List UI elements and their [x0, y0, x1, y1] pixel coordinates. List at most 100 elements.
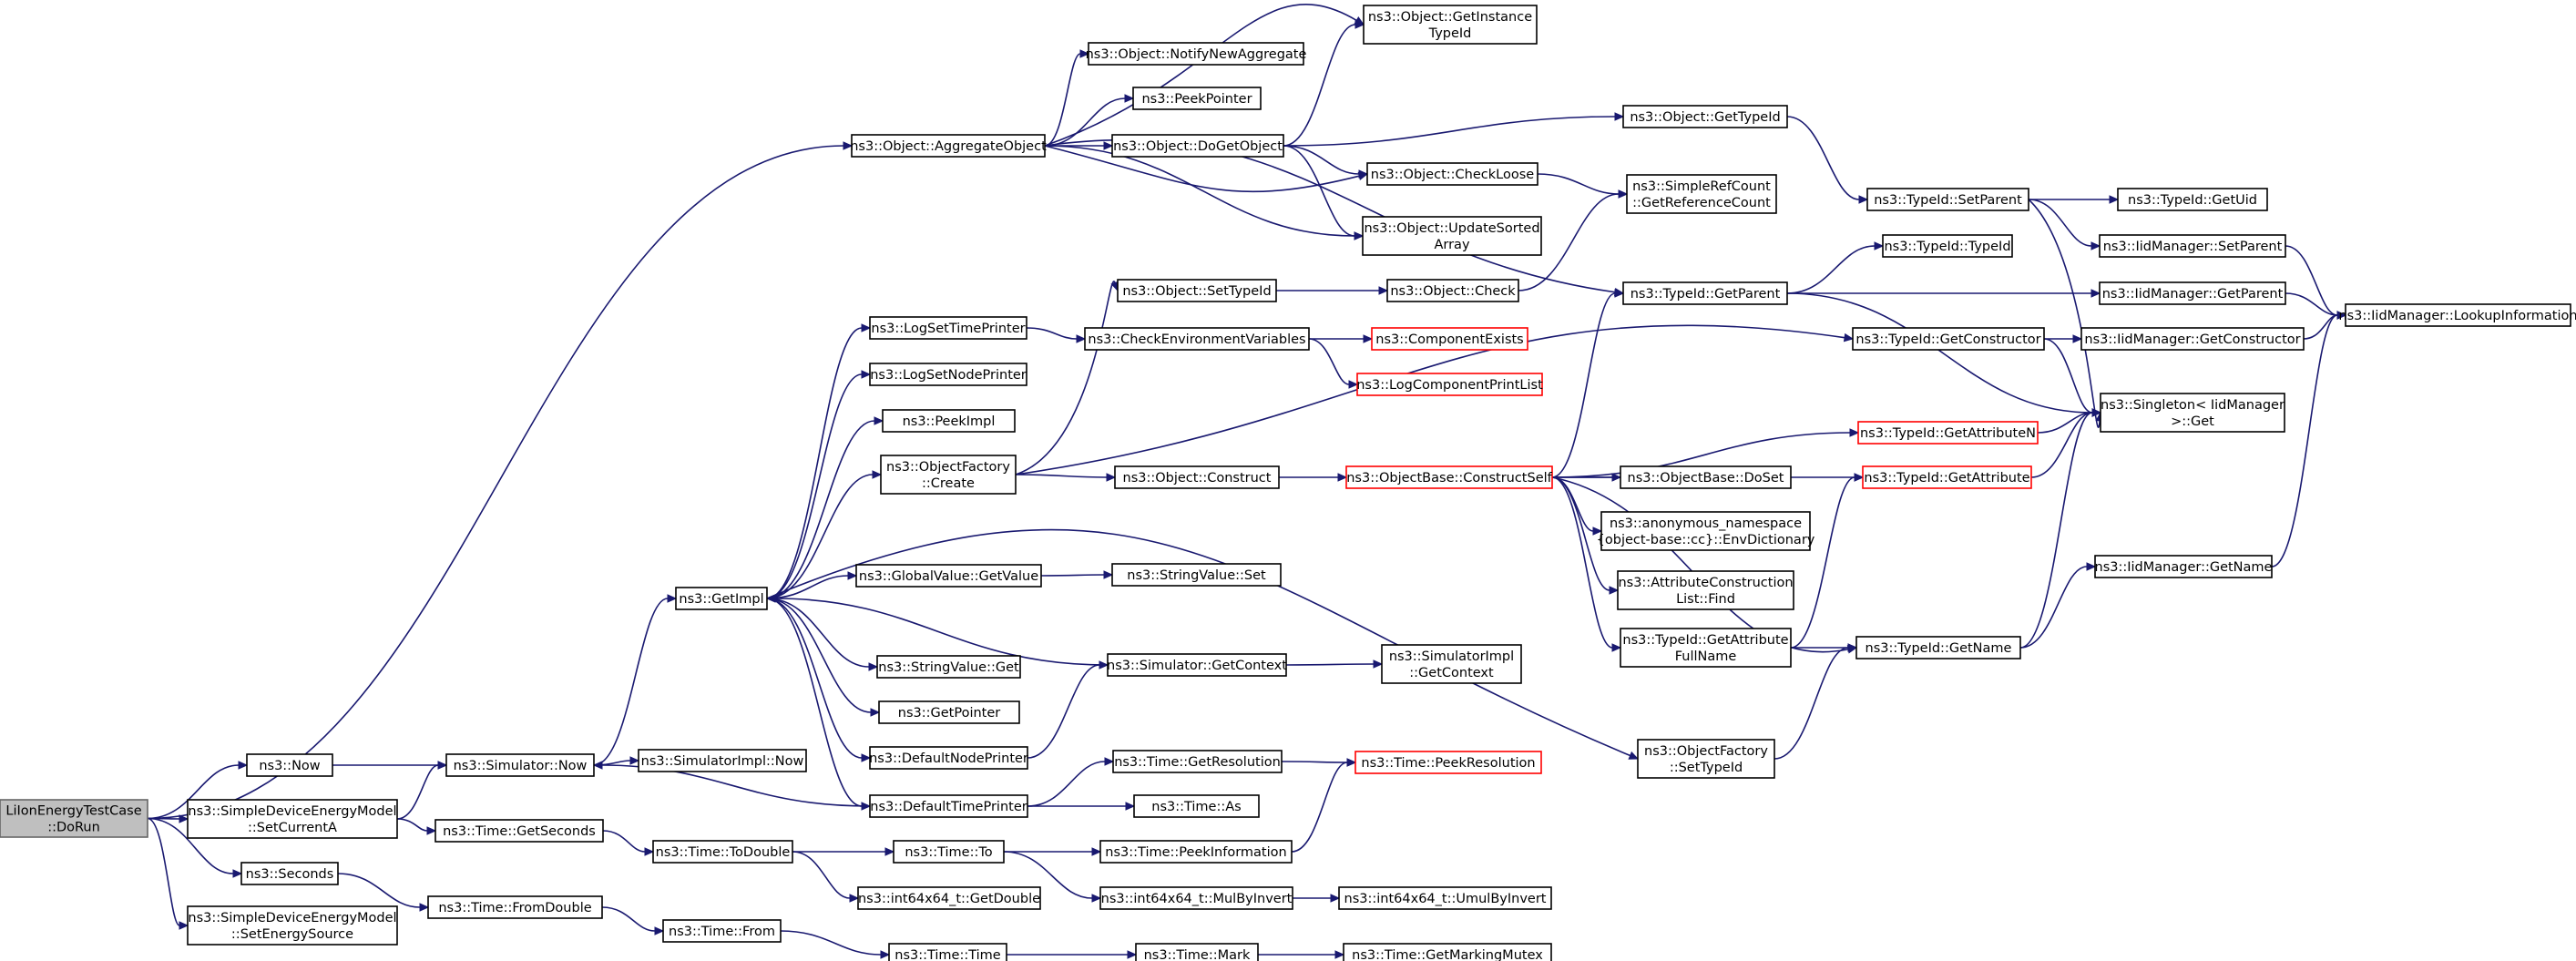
node-gettypeid[interactable]: ns3::Object::GetTypeId [1622, 105, 1788, 128]
node-int64getdouble-box [857, 886, 1041, 910]
node-setparent[interactable]: ns3::TypeId::SetParent [1866, 188, 2029, 211]
node-iidgetconstructor-label-0: ns3::IidManager::GetConstructor [2084, 332, 2300, 347]
node-deftime[interactable]: ns3::DefaultTimePrinter [869, 794, 1028, 818]
edge-aggobj-to-peekptr-arrowhead [1124, 94, 1135, 103]
node-peekptr[interactable]: ns3::PeekPointer [1132, 87, 1262, 110]
node-timemark[interactable]: ns3::Time::Mark [1135, 943, 1259, 961]
node-factsettypeid[interactable]: ns3::ObjectFactory::SetTypeId [1637, 739, 1775, 779]
node-fromdouble[interactable]: ns3::Time::FromDouble [427, 895, 603, 919]
node-aggobj[interactable]: ns3::Object::AggregateObject [850, 134, 1047, 158]
node-getname[interactable]: ns3::TypeId::GetName [1855, 636, 2021, 659]
node-singleton[interactable]: ns3::Singleton< IidManager >::Get [2100, 393, 2285, 433]
node-iidgetconstructor[interactable]: ns3::IidManager::GetConstructor [2080, 327, 2305, 351]
edge-aggobj-to-getinst-line [1044, 4, 1357, 147]
node-getattrfull-label-1: FullName [1675, 649, 1737, 664]
node-singleton-box [2100, 393, 2285, 433]
node-compexists-label-0: ns3::ComponentExists [1375, 332, 1524, 347]
node-iidgetname[interactable]: ns3::IidManager::GetName [2094, 555, 2273, 578]
node-getparent[interactable]: ns3::TypeId::GetParent [1622, 281, 1788, 305]
node-iidsetparent[interactable]: ns3::IidManager::SetParent [2099, 234, 2286, 258]
node-simimplctx[interactable]: ns3::SimulatorImpl::GetContext [1381, 644, 1522, 684]
edge-constructself-to-getparent-line [1551, 292, 1616, 478]
node-simgetcontext[interactable]: ns3::Simulator::GetContext [1107, 653, 1287, 677]
node-checkenv[interactable]: ns3::CheckEnvironmentVariables [1084, 327, 1310, 351]
node-svget[interactable]: ns3::StringValue::Get [876, 655, 1021, 679]
node-gvgetvalue[interactable]: ns3::GlobalValue::GetValue [855, 564, 1042, 588]
node-timefrom[interactable]: ns3::Time::From [662, 919, 782, 943]
node-getimpl[interactable]: ns3::GetImpl [675, 587, 768, 610]
node-markmutex[interactable]: ns3::Time::GetMarkingMutex [1343, 943, 1552, 961]
node-checkloose[interactable]: ns3::Object::CheckLoose [1366, 162, 1538, 186]
node-timeas[interactable]: ns3::Time::As [1133, 794, 1260, 818]
edge-getparent-to-iidgetparent [1787, 289, 2101, 298]
edge-constructself-to-getattrfull-arrowhead [1611, 643, 1622, 652]
edge-getimpl-to-factcreate [766, 470, 883, 599]
node-logtime[interactable]: ns3::LogSetTimePrinter [869, 316, 1027, 340]
node-peekres[interactable]: ns3::Time::PeekResolution [1354, 751, 1542, 774]
node-simimplctx-label-1: ::GetContext [1409, 666, 1494, 680]
node-compexists[interactable]: ns3::ComponentExists [1371, 327, 1528, 351]
node-lookup[interactable]: ns3::IidManager::LookupInformation [2338, 303, 2576, 327]
edge-root-to-now-arrowhead [238, 761, 249, 770]
node-objconstruct[interactable]: ns3::Object::Construct [1114, 465, 1280, 489]
node-timegetres[interactable]: ns3::Time::GetResolution [1112, 750, 1283, 773]
node-logprint[interactable]: ns3::LogComponentPrintList [1356, 373, 1543, 396]
node-constructself[interactable]: ns3::ObjectBase::ConstructSelf [1345, 465, 1553, 489]
node-factcreate[interactable]: ns3::ObjectFactory::Create [880, 455, 1017, 495]
node-refcount[interactable]: ns3::SimpleRefCount::GetReferenceCount [1626, 174, 1777, 214]
node-settypeid[interactable]: ns3::Object::SetTypeId [1117, 279, 1277, 302]
node-mulbyinvert[interactable]: ns3::int64x64_t::MulByInvert [1099, 886, 1293, 910]
node-objcheck-box [1386, 279, 1519, 302]
node-timeto-box [893, 840, 1005, 864]
node-now[interactable]: ns3::Now [246, 753, 333, 777]
node-tidtid[interactable]: ns3::TypeId::TypeId [1882, 234, 2013, 258]
node-setcurrent-box [187, 799, 398, 839]
node-timeto[interactable]: ns3::Time::To [893, 840, 1005, 864]
node-attrfind-label-0: ns3::AttributeConstruction [1618, 576, 1793, 590]
node-root-box [0, 799, 148, 838]
node-getattrn[interactable]: ns3::TypeId::GetAttributeN [1857, 421, 2039, 445]
node-svset[interactable]: ns3::StringValue::Set [1111, 563, 1282, 587]
node-simnow[interactable]: ns3::Simulator::Now [445, 753, 595, 777]
node-simimplnow[interactable]: ns3::SimulatorImpl::Now [638, 749, 807, 772]
edge-getimpl-to-logtime [766, 323, 872, 599]
node-int64getdouble[interactable]: ns3::int64x64_t::GetDouble [857, 886, 1041, 910]
node-setcurrent[interactable]: ns3::SimpleDeviceEnergyModel::SetCurrent… [187, 799, 398, 839]
node-root[interactable]: LiIonEnergyTestCase::DoRun [0, 799, 148, 838]
edge-deftime-to-timegetres-arrowhead [1104, 757, 1115, 766]
node-setenergy[interactable]: ns3::SimpleDeviceEnergyModel::SetEnergyS… [187, 905, 398, 946]
edge-simgetcontext-to-simimplctx-line [1285, 663, 1375, 666]
node-iidgetparent[interactable]: ns3::IidManager::GetParent [2099, 281, 2286, 305]
node-fromdouble-label-0: ns3::Time::FromDouble [438, 901, 591, 915]
node-mulbyinvert-label-0: ns3::int64x64_t::MulByInvert [1101, 892, 1293, 906]
node-umulbyinvert[interactable]: ns3::int64x64_t::UmulByInvert [1338, 886, 1552, 910]
node-defnode[interactable]: ns3::DefaultNodePrinter [869, 746, 1028, 770]
edge-factcreate-to-getconstructor [1015, 324, 1855, 475]
node-peekimpl[interactable]: ns3::PeekImpl [882, 409, 1016, 433]
node-lognode[interactable]: ns3::LogSetNodePrinter [869, 363, 1027, 386]
node-timetime[interactable]: ns3::Time::Time [888, 943, 1007, 961]
node-lognode-box [869, 363, 1027, 386]
node-seconds[interactable]: ns3::Seconds [240, 862, 339, 885]
node-dogetobj[interactable]: ns3::Object::DoGetObject [1111, 134, 1284, 158]
node-iidgetparent-label-0: ns3::IidManager::GetParent [2102, 287, 2284, 302]
node-peekinfo[interactable]: ns3::Time::PeekInformation [1099, 840, 1293, 864]
node-objcheck[interactable]: ns3::Object::Check [1386, 279, 1519, 302]
node-getpointer[interactable]: ns3::GetPointer [878, 700, 1020, 724]
edge-root-to-seconds-line [147, 817, 234, 874]
node-doset[interactable]: ns3::ObjectBase::DoSet [1620, 465, 1792, 489]
node-todouble[interactable]: ns3::Time::ToDouble [652, 840, 793, 864]
edge-setcurrent-to-getseconds [396, 818, 437, 835]
node-getuid[interactable]: ns3::TypeId::GetUid [2117, 188, 2268, 211]
node-notify[interactable]: ns3::Object::NotifyNewAggregate [1086, 42, 1307, 66]
edge-defnode-to-simgetcontext [1027, 660, 1109, 759]
node-getconstructor[interactable]: ns3::TypeId::GetConstructor [1852, 327, 2045, 351]
node-simgetcontext-label-0: ns3::Simulator::GetContext [1107, 659, 1287, 673]
node-getseconds[interactable]: ns3::Time::GetSeconds [434, 819, 604, 843]
node-getattr[interactable]: ns3::TypeId::GetAttribute [1862, 465, 2032, 489]
node-envdict[interactable]: ns3::anonymous_namespace{object-base::cc… [1597, 511, 1815, 551]
